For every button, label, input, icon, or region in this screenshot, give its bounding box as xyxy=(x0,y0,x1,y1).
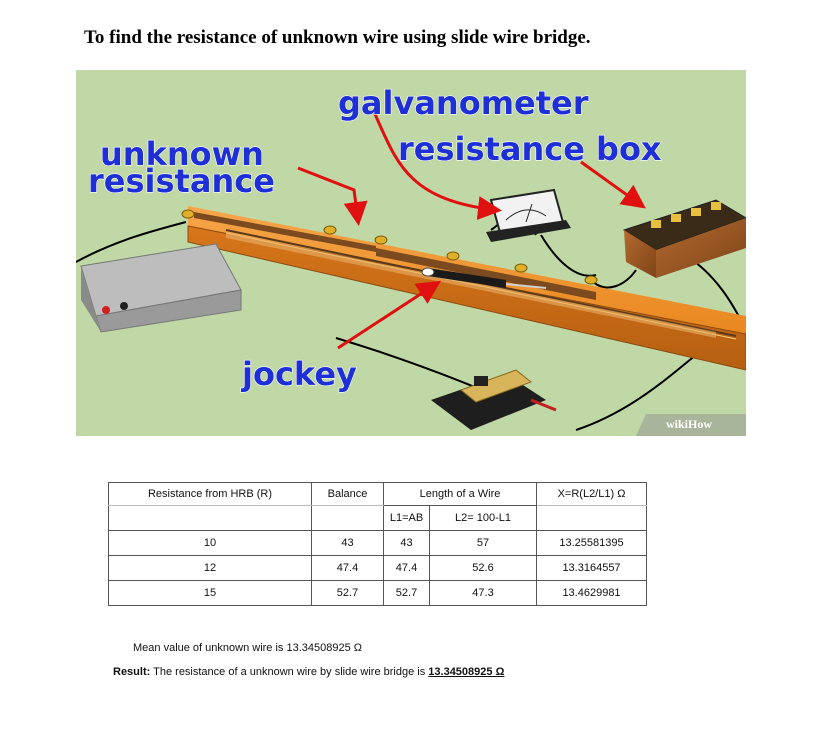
arrow-resistance-box xyxy=(580,160,646,209)
table-cell-x: 13.25581395 xyxy=(536,530,647,556)
table-cell-l1: 52.7 xyxy=(383,580,430,606)
galvanometer-device xyxy=(486,188,571,242)
header-resistance-from-hrb: Resistance from HRB (R) xyxy=(108,482,312,506)
table-cell-x: 13.4629981 xyxy=(536,580,647,606)
arrow-unknown-resistance xyxy=(297,166,368,226)
subheader-cell xyxy=(108,505,312,531)
table-cell-r: 12 xyxy=(108,555,312,581)
slide-wire-bridge-illustration: galvanometer resistance box unknown resi… xyxy=(76,70,746,436)
table-cell-l2: 57 xyxy=(429,530,537,556)
label-galvanometer: galvanometer xyxy=(338,84,589,122)
label-resistance-box: resistance box xyxy=(398,130,662,168)
table-row: 10 43 43 57 13.25581395 xyxy=(108,530,647,556)
result-text: The resistance of a unknown wire by slid… xyxy=(150,666,429,678)
table-header-row: Resistance from HRB (R) Balance Length o… xyxy=(108,482,647,506)
table-cell-l2: 52.6 xyxy=(429,555,537,581)
subheader-cell xyxy=(311,505,384,531)
power-supply-box xyxy=(80,243,242,333)
label-jockey: jockey xyxy=(240,355,357,393)
table-cell-l1: 47.4 xyxy=(383,555,430,581)
table-cell-r: 15 xyxy=(108,580,312,606)
table-cell-l2: 47.3 xyxy=(429,580,537,606)
header-length-of-wire: Length of a Wire xyxy=(383,482,537,506)
wikihow-watermark: wikiHow xyxy=(666,417,712,431)
header-balance: Balance xyxy=(311,482,384,506)
document-title: To find the resistance of unknown wire u… xyxy=(84,27,591,48)
table-cell-x: 13.3164557 xyxy=(536,555,647,581)
resistance-table: Resistance from HRB (R) Balance Length o… xyxy=(108,482,647,606)
table-row: 12 47.4 47.4 52.6 13.3164557 xyxy=(108,555,647,581)
subheader-l2: L2= 100-L1 xyxy=(429,505,537,531)
result-label: Result: xyxy=(113,666,151,678)
table-cell-balance: 52.7 xyxy=(311,580,384,606)
arrow-jockey xyxy=(337,280,442,350)
arrow-galvanometer xyxy=(372,111,502,220)
resistance-box-device xyxy=(622,199,746,278)
table-subheader-row: L1=AB L2= 100-L1 xyxy=(108,505,647,531)
header-x-formula: X=R(L2/L1) Ω xyxy=(536,482,647,506)
meter-bridge-board xyxy=(187,206,746,371)
jockey-device xyxy=(421,267,547,289)
table-row: 15 52.7 52.7 47.3 13.4629981 xyxy=(108,580,647,606)
subheader-cell xyxy=(536,505,647,531)
table-cell-l1: 43 xyxy=(383,530,430,556)
table-cell-balance: 43 xyxy=(311,530,384,556)
terminal-screws xyxy=(181,209,598,285)
label-resistance: resistance xyxy=(88,162,275,200)
table-cell-balance: 47.4 xyxy=(311,555,384,581)
subheader-l1: L1=AB xyxy=(383,505,430,531)
result-value: 13.34508925 Ω xyxy=(428,666,505,678)
plug-key-device xyxy=(431,369,557,430)
result-line: Result: The resistance of a unknown wire… xyxy=(113,666,504,678)
mean-value-text: Mean value of unknown wire is 13.3450892… xyxy=(133,642,362,654)
label-unknown: unknown xyxy=(100,135,264,173)
table-cell-r: 10 xyxy=(108,530,312,556)
